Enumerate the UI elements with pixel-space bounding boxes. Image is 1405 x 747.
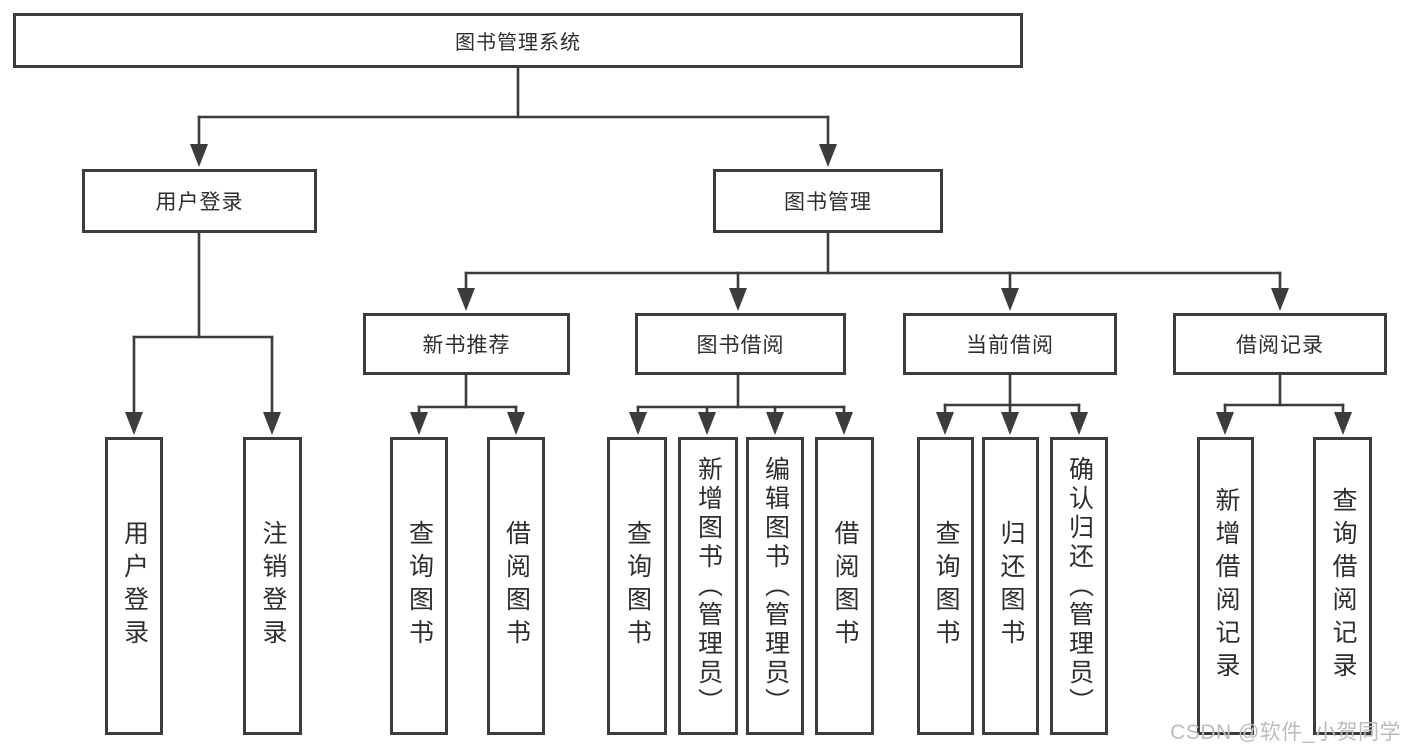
leaf-borrowing-edit-books-admin: 编辑图书（管理员） [746, 437, 804, 735]
leaf-record-add-borrow-record: 新增借阅记录 [1197, 437, 1254, 735]
leaf-current-confirm-return-admin: 确认归还（管理员） [1050, 437, 1108, 735]
leaf-record-query-borrow-record: 查询借阅记录 [1313, 437, 1372, 735]
leaf-current-return-books: 归还图书 [982, 437, 1039, 735]
node-new-book-recommendation: 新书推荐 [363, 313, 570, 375]
leaf-borrowing-query-books: 查询图书 [607, 437, 667, 735]
leaf-newbook-borrow-books: 借阅图书 [487, 437, 545, 735]
leaf-user-login: 用户登录 [105, 437, 163, 735]
node-book-management: 图书管理 [713, 169, 943, 233]
leaf-borrowing-borrow-books: 借阅图书 [815, 437, 874, 735]
node-user-login-group: 用户登录 [82, 169, 317, 233]
node-current-borrowing: 当前借阅 [903, 313, 1117, 375]
leaf-current-query-books: 查询图书 [917, 437, 974, 735]
csdn-watermark: CSDN @软件_小贺同学 [1170, 721, 1401, 744]
leaf-logout: 注销登录 [243, 437, 302, 735]
leaf-newbook-query-books: 查询图书 [390, 437, 448, 735]
node-borrowing-records: 借阅记录 [1173, 313, 1387, 375]
leaf-borrowing-add-books-admin: 新增图书（管理员） [678, 437, 738, 735]
node-book-borrowing: 图书借阅 [635, 313, 846, 375]
node-library-management-system: 图书管理系统 [13, 13, 1023, 68]
